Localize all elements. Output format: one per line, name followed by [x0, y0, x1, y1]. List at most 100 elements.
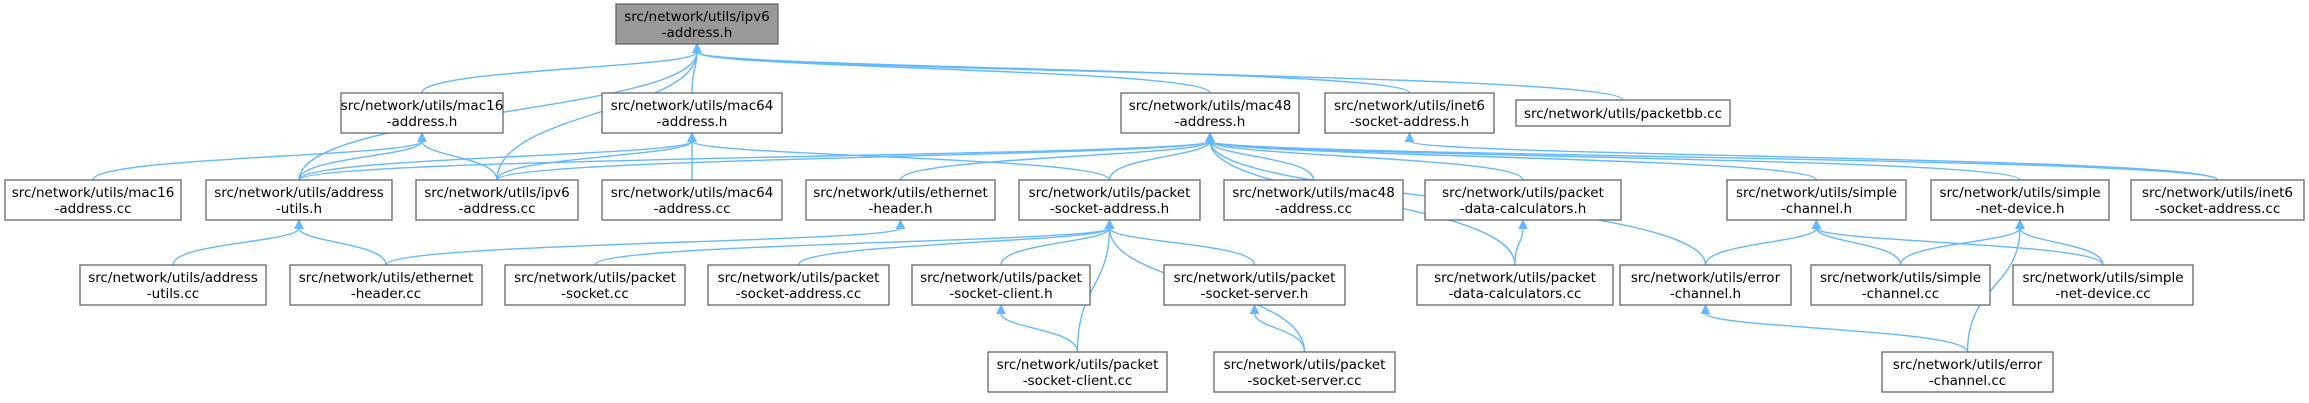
node-label-line: -address.cc — [54, 201, 131, 217]
node-label-line: -address.h — [387, 114, 458, 130]
node-label-line: src/network/utils/packet — [718, 270, 880, 286]
node-inet6_cc[interactable]: src/network/utils/inet6-socket-address.c… — [2130, 179, 2305, 221]
node-addr_utils_h[interactable]: src/network/utils/address-utils.h — [205, 179, 393, 221]
node-label-line: src/network/utils/mac64 — [611, 98, 774, 114]
node-label-line: src/network/utils/packet — [997, 357, 1159, 373]
node-box — [601, 92, 783, 134]
node-ipv6_cc[interactable]: src/network/utils/ipv6-address.cc — [415, 179, 579, 221]
node-label-line: src/network/utils/packet — [1029, 185, 1191, 201]
edge-mac48_h-to-inet6_cc — [1205, 132, 2219, 181]
edge-mac64_h-to-addr_utils_h — [298, 132, 697, 181]
node-addr_utils_cc[interactable]: src/network/utils/address-utils.cc — [79, 264, 267, 306]
node-label-line: src/network/utils/packet — [1224, 357, 1386, 373]
node-pkt_sock_server_cc[interactable]: src/network/utils/packet-socket-server.c… — [1213, 351, 1396, 393]
edge-simple_ch_h-to-simple_ch_cc — [1811, 219, 1902, 266]
node-label-line: src/network/utils/mac64 — [611, 185, 774, 201]
node-err_ch_cc[interactable]: src/network/utils/error-channel.cc — [1881, 351, 2054, 393]
edge-pkt_data_calc_h-to-pkt_data_calc_cc — [1514, 219, 1528, 266]
node-simple_ch_cc[interactable]: src/network/utils/simple-channel.cc — [1810, 264, 1991, 306]
node-label-line: src/network/utils/packet — [920, 270, 1082, 286]
node-label-line: -socket.cc — [561, 286, 629, 302]
edge-ipv6_h-to-packetbb_cc — [692, 43, 1624, 101]
node-label-line: src/network/utils/ipv6 — [424, 185, 569, 201]
edge-pkt_sock_server_h-to-pkt_sock_server_cc — [1249, 304, 1306, 353]
edge-inet6_h-to-inet6_cc — [1404, 132, 2219, 181]
node-pkt_sock_addr_cc[interactable]: src/network/utils/packet-socket-address.… — [707, 264, 890, 306]
node-box — [1726, 179, 1907, 221]
edge-simple_nd_h-to-err_ch_cc — [1966, 219, 2025, 353]
node-simple_nd_h[interactable]: src/network/utils/simple-net-device.h — [1930, 179, 2110, 221]
node-mac64_h[interactable]: src/network/utils/mac64-address.h — [601, 92, 783, 134]
node-label-line: -net-device.cc — [2055, 286, 2150, 302]
node-label-line: -socket-server.h — [1201, 286, 1309, 302]
edge-mac48_h-to-eth_h — [899, 132, 1215, 181]
node-box — [4, 179, 182, 221]
node-label-line: -header.h — [868, 201, 932, 217]
node-layer: src/network/utils/ipv6-address.hsrc/netw… — [4, 3, 2305, 393]
node-box — [1213, 351, 1396, 393]
node-label-line: src/network/utils/inet6 — [2142, 185, 2293, 201]
node-err_ch_h[interactable]: src/network/utils/error-channel.h — [1619, 264, 1792, 306]
node-pkt_sock_server_h[interactable]: src/network/utils/packet-socket-server.h — [1163, 264, 1346, 306]
node-pkt_data_calc_h[interactable]: src/network/utils/packet-data-calculator… — [1424, 179, 1622, 221]
edge-mac16_h-to-ipv6_cc — [417, 132, 498, 181]
node-label-line: -channel.cc — [1862, 286, 1939, 302]
edge-mac64_h-to-ipv6_cc — [496, 132, 697, 181]
node-label-line: -address.h — [662, 25, 733, 41]
node-box — [615, 3, 779, 45]
node-packetbb_cc[interactable]: src/network/utils/packetbb.cc — [1515, 99, 1731, 127]
edge-addr_utils_h-to-addr_utils_cc — [172, 219, 304, 266]
node-label-line: src/network/utils/mac16 — [12, 185, 175, 201]
node-label-line: src/network/utils/ipv6 — [624, 9, 769, 25]
node-label-line: -address.cc — [1275, 201, 1352, 217]
node-pkt_sock_cc[interactable]: src/network/utils/packet-socket.cc — [504, 264, 686, 306]
node-box — [1424, 179, 1622, 221]
edge-simple_ch_h-to-err_ch_h — [1704, 219, 1822, 266]
node-box — [1416, 264, 1614, 306]
node-mac16_h[interactable]: src/network/utils/mac16-address.h — [340, 92, 504, 134]
node-label-line: -utils.cc — [147, 286, 199, 302]
node-pkt_sock_client_cc[interactable]: src/network/utils/packet-socket-client.c… — [987, 351, 1168, 393]
edge-addr_utils_h-to-eth_cc — [294, 219, 387, 266]
node-inet6_h[interactable]: src/network/utils/inet6-socket-address.h — [1324, 92, 1495, 134]
edge-mac64_h-to-pkt_sock_addr_h — [687, 132, 1111, 181]
node-eth_h[interactable]: src/network/utils/ethernet-header.h — [805, 179, 996, 221]
node-simple_nd_cc[interactable]: src/network/utils/simple-net-device.cc — [2012, 264, 2194, 306]
node-label-line: -address.h — [657, 114, 728, 130]
node-pkt_sock_client_h[interactable]: src/network/utils/packet-socket-client.h — [911, 264, 1091, 306]
node-mac16_cc[interactable]: src/network/utils/mac16-address.cc — [4, 179, 182, 221]
node-pkt_sock_addr_h[interactable]: src/network/utils/packet-socket-address.… — [1018, 179, 1201, 221]
node-box — [987, 351, 1168, 393]
node-simple_ch_h[interactable]: src/network/utils/simple-channel.h — [1726, 179, 1907, 221]
edge-pkt_sock_addr_h-to-pkt_sock_client_h — [1000, 219, 1115, 266]
node-label-line: src/network/utils/packet — [514, 270, 676, 286]
node-label-line: -socket-client.cc — [1023, 373, 1133, 389]
node-mac48_h[interactable]: src/network/utils/mac48-address.h — [1120, 92, 1300, 134]
node-label-line: -channel.h — [1781, 201, 1852, 217]
node-box — [1324, 92, 1495, 134]
node-label-line: src/network/utils/packet — [1442, 185, 1604, 201]
node-eth_cc[interactable]: src/network/utils/ethernet-header.cc — [289, 264, 483, 306]
node-label-line: -socket-address.h — [1350, 114, 1469, 130]
node-box — [1120, 92, 1300, 134]
node-label-line: src/network/utils/inet6 — [1334, 98, 1485, 114]
edge-pkt_sock_addr_h-to-pkt_sock_cc — [594, 219, 1115, 266]
node-box — [1810, 264, 1991, 306]
node-label-line: -socket-address.cc — [736, 286, 862, 302]
node-pkt_data_calc_cc[interactable]: src/network/utils/packet-data-calculator… — [1416, 264, 1614, 306]
node-box — [1163, 264, 1346, 306]
node-label-line: -net-device.h — [1975, 201, 2064, 217]
node-mac64_cc[interactable]: src/network/utils/mac64-address.cc — [601, 179, 783, 221]
node-mac48_cc[interactable]: src/network/utils/mac48-address.cc — [1223, 179, 1404, 221]
node-box — [1515, 99, 1731, 127]
node-label-line: -channel.h — [1670, 286, 1741, 302]
node-label-line: src/network/utils/simple — [2022, 270, 2183, 286]
node-label-line: src/network/utils/address — [88, 270, 258, 286]
edge-mac48_h-to-addr_utils_h — [298, 132, 1215, 181]
edge-pkt_sock_addr_h-to-pkt_sock_server_h — [1104, 219, 1256, 266]
node-label-line: src/network/utils/packetbb.cc — [1524, 106, 1722, 122]
edge-err_ch_h-to-err_ch_cc — [1700, 304, 1969, 353]
node-label-line: -address.cc — [653, 201, 730, 217]
edge-mac16_h-to-mac16_cc — [92, 132, 427, 181]
